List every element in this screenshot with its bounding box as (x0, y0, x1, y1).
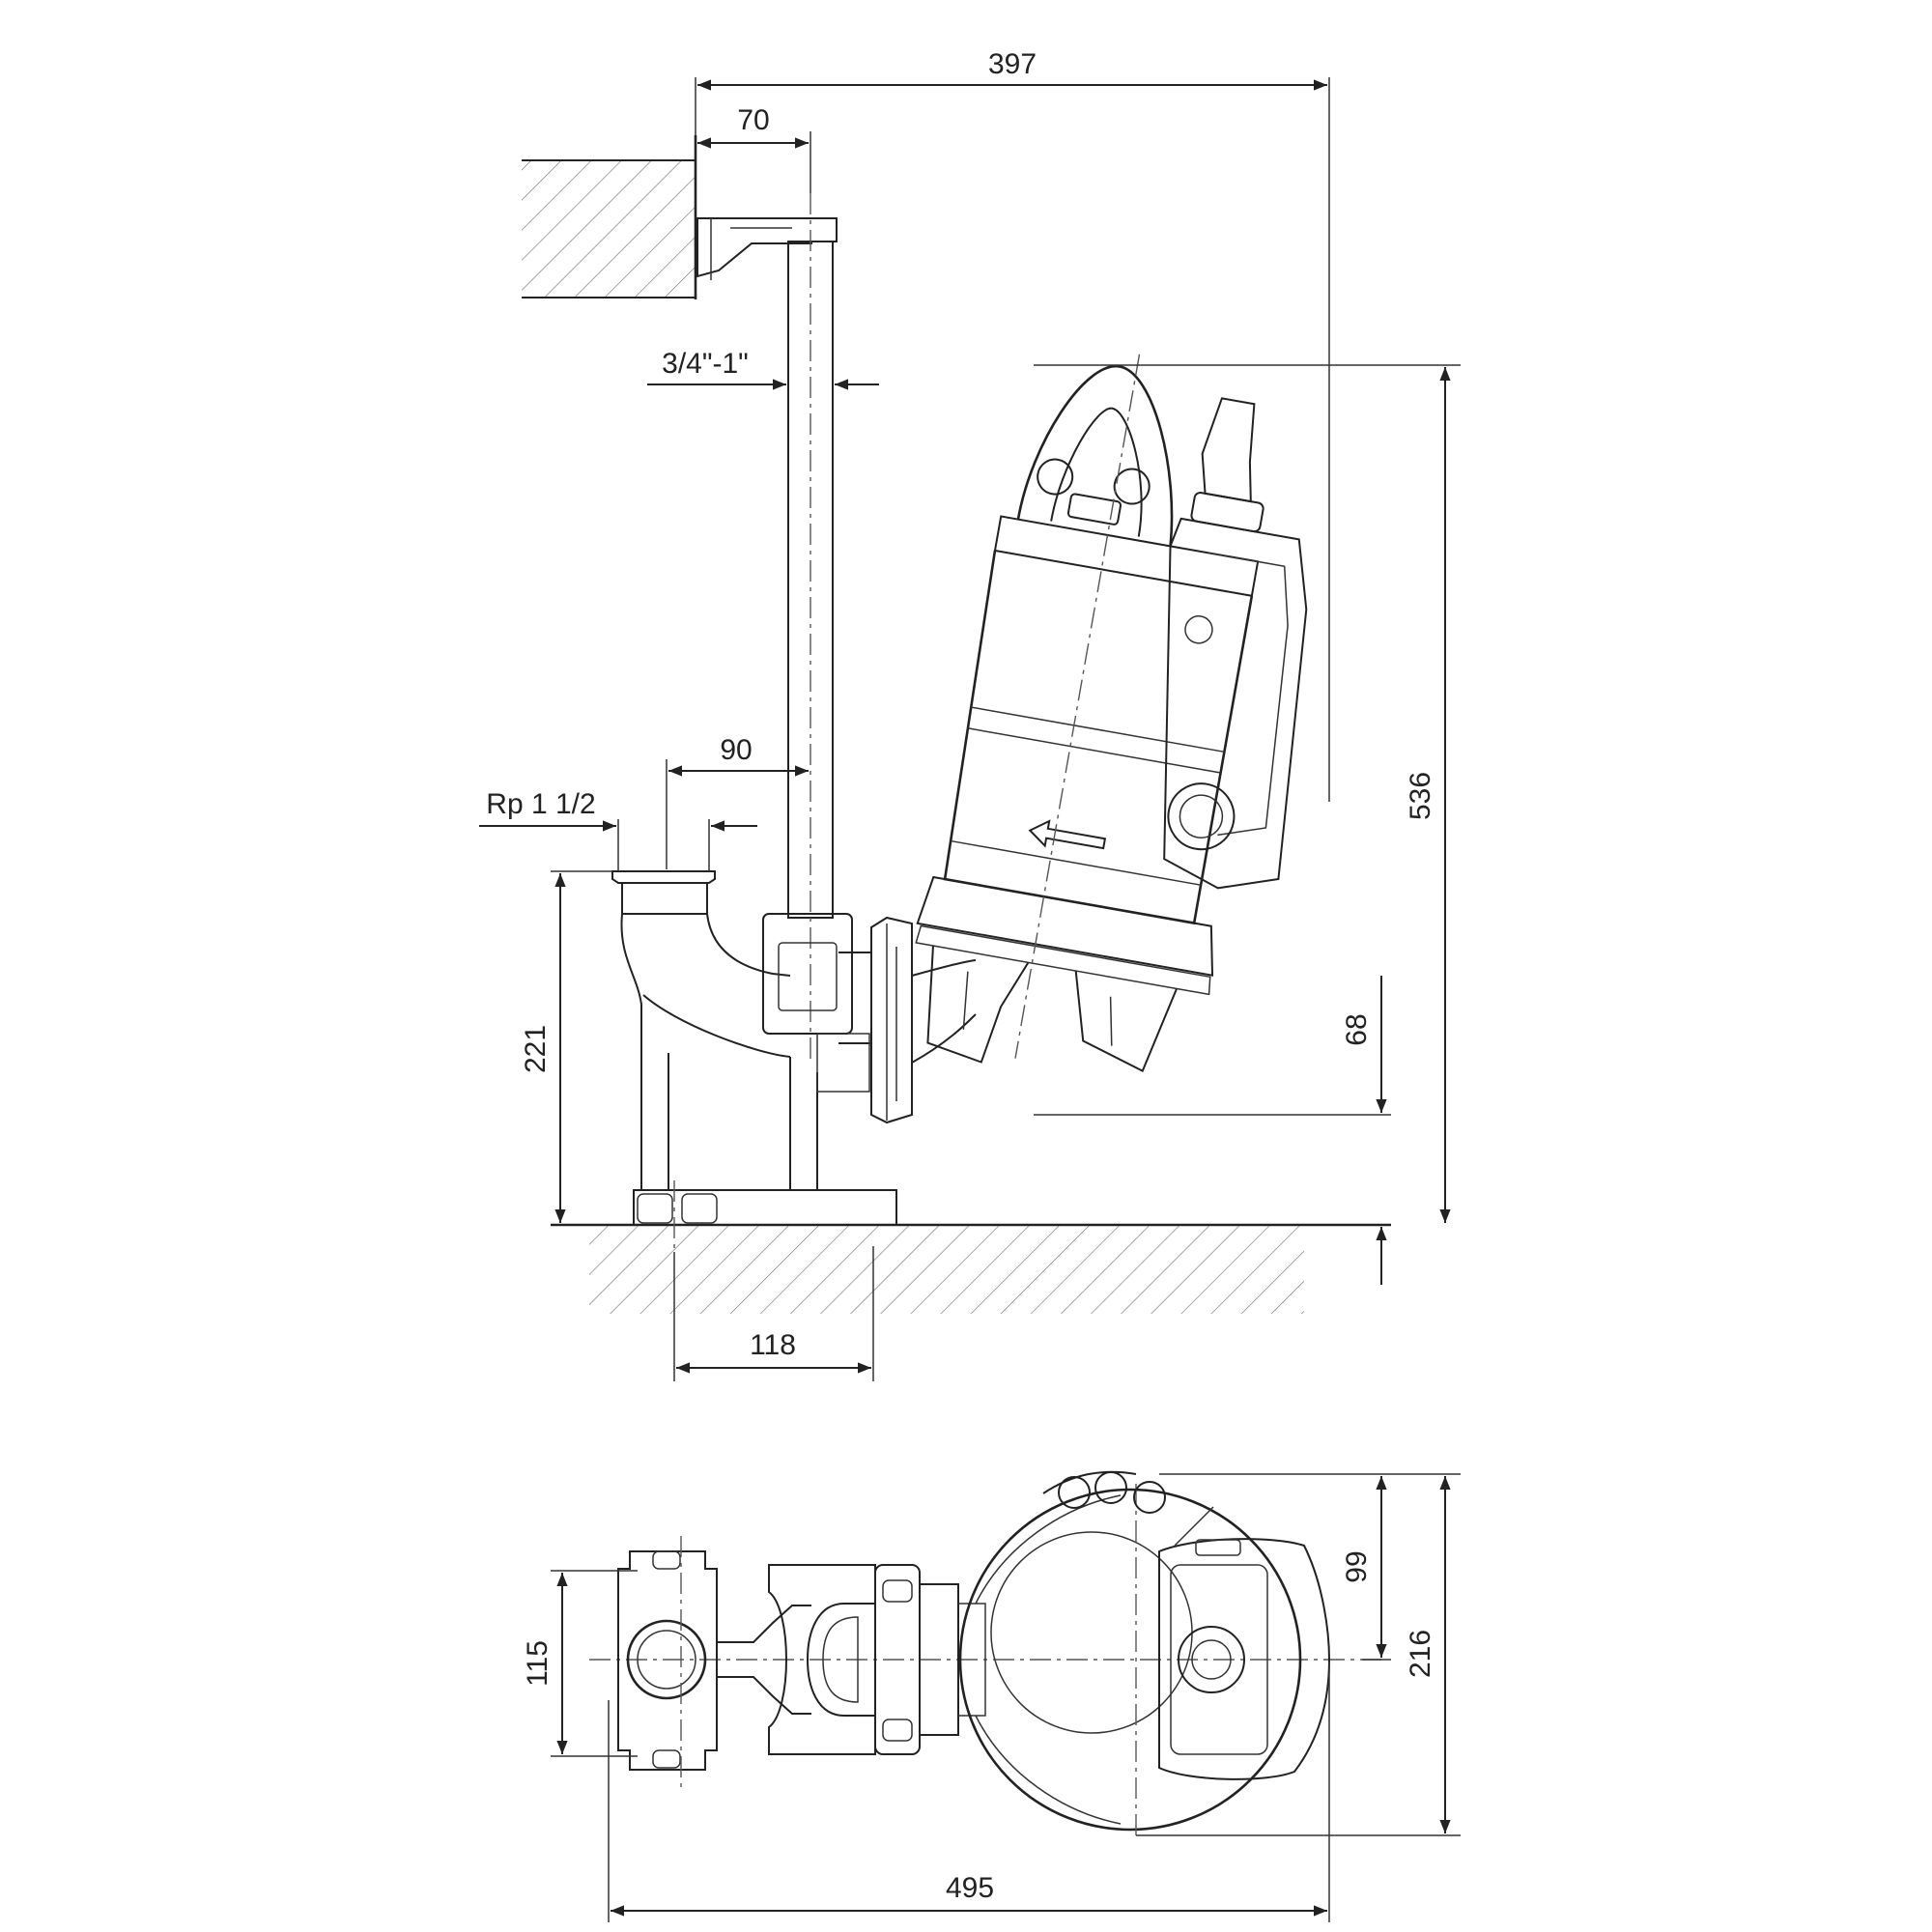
dim-90: 90 (720, 734, 752, 766)
dim-pipe-size: 3/4"-1" (662, 348, 749, 380)
dim-221: 221 (520, 1025, 552, 1073)
dim-rp-thread: Rp 1 1/2 (486, 788, 595, 820)
dim-99: 99 (1341, 1550, 1373, 1582)
pump-body (915, 354, 1308, 1073)
dim-70: 70 (737, 104, 769, 136)
plan-view (589, 1470, 1381, 1835)
wall-section (522, 135, 697, 299)
dim-495: 495 (946, 1872, 994, 1904)
floor-section (551, 1223, 1391, 1314)
dim-536: 536 (1405, 772, 1436, 820)
dim-216: 216 (1405, 1630, 1436, 1678)
dim-118: 118 (750, 1329, 796, 1361)
dim-68: 68 (1341, 1013, 1373, 1045)
dim-115: 115 (522, 1640, 554, 1687)
pump-discharge-connector (870, 916, 977, 1124)
discharge-elbow-base (611, 870, 897, 1252)
dim-397: 397 (988, 48, 1037, 80)
dimension-lines (479, 77, 1461, 1922)
guide-pipe (696, 193, 838, 1063)
